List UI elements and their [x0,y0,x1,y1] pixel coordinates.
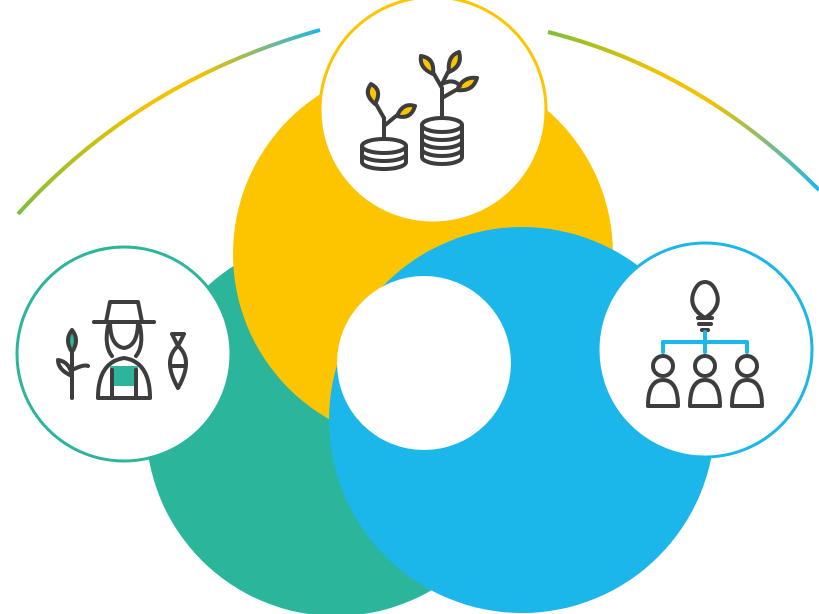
top-node [318,0,548,225]
outer-arc-right [547,30,819,192]
right-node [596,241,814,459]
left-node [15,245,233,463]
center-hole [337,276,511,450]
farmer-fisher-icon [56,300,188,400]
growing-coins-icon [360,50,479,171]
outer-arc-left [16,28,321,216]
idea-team-network-icon [646,280,764,408]
